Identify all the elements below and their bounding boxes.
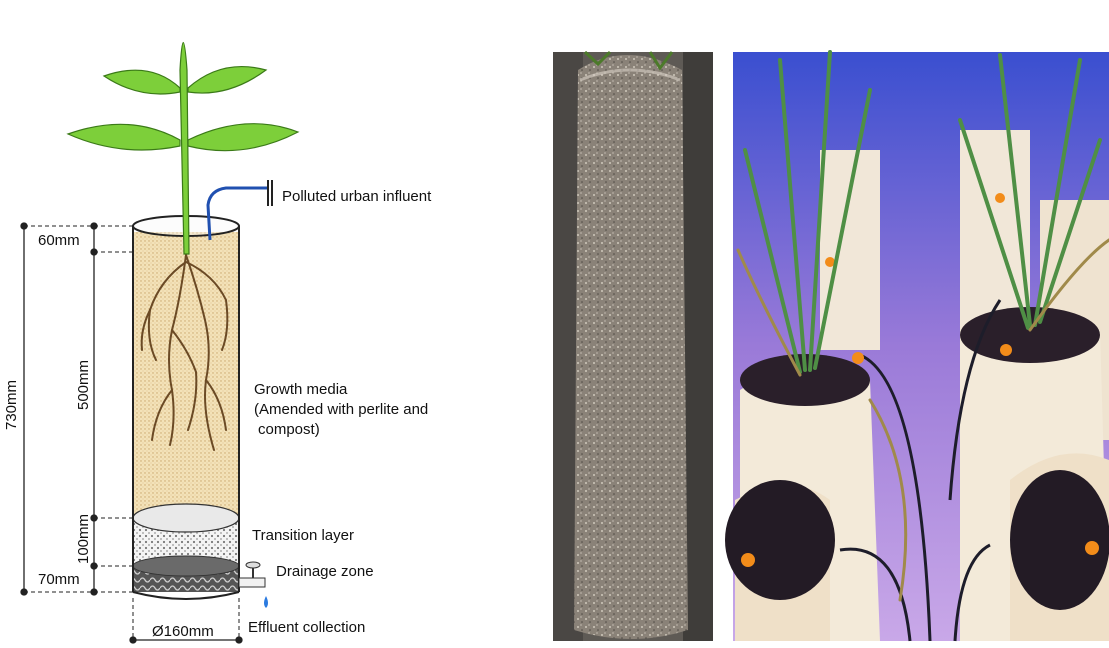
growth-media-label-3: compost): [258, 421, 320, 438]
influent-label: Polluted urban influent: [282, 188, 432, 205]
drainage-layer-dim-label: 70mm: [38, 571, 80, 588]
planted-columns-photo: [725, 52, 1109, 641]
growth-media-layer: [133, 232, 239, 518]
effluent-collection-label: Effluent collection: [248, 619, 365, 636]
drainage-valve: [239, 562, 268, 608]
total-height-label: 730mm: [3, 380, 20, 430]
leaf: [104, 70, 180, 94]
diameter-label: Ø160mm: [152, 623, 214, 640]
soil-column-photo: [553, 52, 713, 641]
growth-media-label-1: Growth media: [254, 381, 348, 398]
drainage-zone-label: Drainage zone: [276, 563, 374, 580]
effluent-drop-icon: [264, 596, 268, 608]
transition-layer-label: Transition layer: [252, 527, 354, 544]
column: [133, 216, 239, 599]
freeboard-label: 60mm: [38, 232, 80, 249]
leaf: [68, 124, 180, 150]
leaf: [188, 67, 266, 93]
plant: [68, 43, 298, 255]
leaf: [188, 124, 298, 151]
transition-layer-dim-label: 100mm: [75, 514, 92, 564]
growth-media-label-2: (Amended with perlite and: [254, 401, 428, 418]
growth-layer-label: 500mm: [75, 360, 92, 410]
transition-layer-top: [133, 504, 239, 532]
drainage-layer-top: [133, 556, 239, 576]
